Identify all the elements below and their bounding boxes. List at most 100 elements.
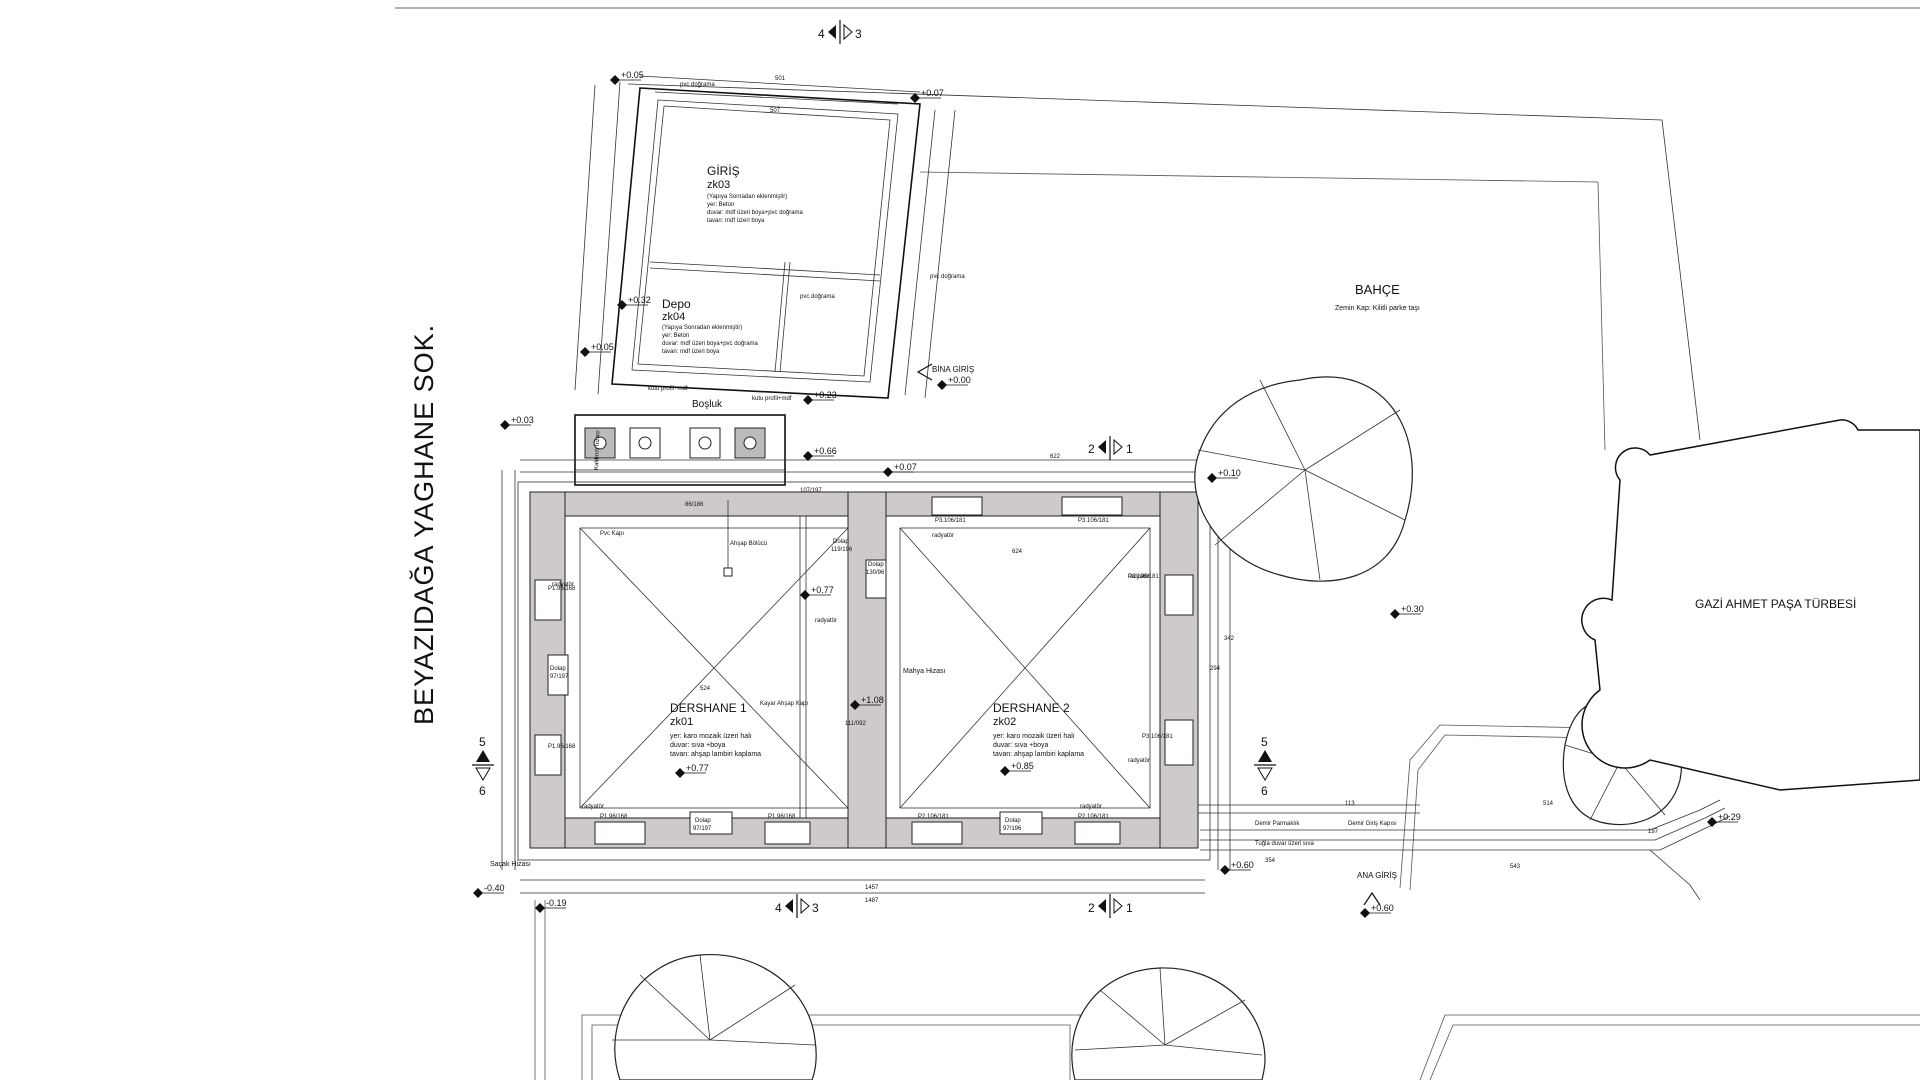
elevation-value: +0.60	[1231, 860, 1254, 870]
elevation-value: +0.32	[628, 295, 651, 305]
dolap-label: Dolap	[833, 539, 849, 545]
section-arrow-icon	[1258, 750, 1272, 762]
radyator-label: radyatör	[1128, 758, 1150, 764]
section-label: 3	[855, 27, 862, 41]
section-arrow-icon	[1098, 440, 1106, 454]
tree-branch	[1197, 449, 1306, 471]
tree-canopy-3	[614, 954, 817, 1080]
ceiling-outline-1	[579, 527, 849, 809]
section-marker-right: 5 6	[1254, 735, 1276, 798]
lower-bed-2	[1419, 1014, 1920, 1080]
section-arrow-icon	[800, 897, 810, 915]
elevation-value: +0.03	[511, 415, 534, 425]
lower-bed-1b	[591, 1024, 1071, 1080]
room-title-depo: Depo	[662, 297, 691, 311]
elevation-value: +0.60	[1371, 903, 1394, 913]
tree-branch	[1159, 967, 1166, 1046]
tree-branch	[1164, 999, 1246, 1046]
radyator-label: radyatör	[1080, 804, 1102, 810]
elevation-marker: +0.85	[1000, 761, 1034, 776]
window-bot-4	[1074, 821, 1121, 845]
ceiling-diag-1b	[579, 527, 849, 809]
section-label: 5	[1261, 735, 1268, 749]
kutu-profil-label: kutu profil+mdf	[752, 396, 792, 402]
door-size: 107/197	[800, 488, 822, 494]
elevation-marker: +0.77	[675, 763, 709, 778]
section-arrow-icon	[476, 750, 490, 762]
annex-outer	[611, 87, 921, 399]
elevation-marker: +0.05	[580, 342, 614, 357]
annex-dim-right	[904, 109, 936, 396]
elevation-value: +1.08	[861, 695, 884, 705]
street-name: BEYAZIDAĞA YAGHANE SOK.	[408, 324, 439, 725]
room-note: (Yapıya Sonradan eklenmiştir)	[662, 325, 742, 331]
outer-wall-right	[1159, 491, 1199, 849]
pvc-dograma-label: pvc doğrama	[930, 274, 965, 280]
dolap-size: 97/197	[550, 674, 569, 680]
demir-parmaklik-label: Demir Parmaklık	[1255, 821, 1300, 827]
path-line-4	[1649, 849, 1701, 901]
tree-branch	[709, 1039, 816, 1046]
annex-divider	[649, 261, 881, 276]
annex-dim-top	[639, 75, 921, 93]
niche-bottom-2	[999, 811, 1043, 835]
dim-label: 501	[775, 76, 786, 82]
pvc-dograma-label: pvc doğrama	[680, 82, 715, 88]
tree-branch	[699, 954, 711, 1041]
elevation-marker: +0.60	[1220, 860, 1254, 875]
elevation-marker: -0.40	[473, 883, 505, 898]
room-title-dershane-1: DERSHANE 1	[670, 701, 747, 715]
radyator-label: radyatör	[582, 804, 604, 810]
site-boundary-inner	[919, 171, 1606, 451]
window-label: P3.106/181	[1078, 518, 1109, 524]
middle-wall	[847, 491, 887, 849]
window-left-1	[534, 579, 562, 621]
dim-label: 514	[1543, 801, 1554, 807]
window-label: P3.106/181	[935, 518, 966, 524]
tomb-outline	[1581, 419, 1920, 791]
elevation-marker: +0.10	[1207, 468, 1241, 483]
ana-giris-label: ANA GİRİŞ	[1357, 871, 1397, 880]
elevation-value: +0.07	[921, 88, 944, 98]
elevation-marker: +0.66	[803, 446, 837, 461]
room-note: yer: karo mozaik üzeri halı	[670, 733, 752, 740]
tomb	[1581, 419, 1920, 791]
bina-giris-arrow-icon	[916, 363, 933, 381]
garden-subtitle: Zemin Kap: Kilitli parke taşı	[1335, 305, 1420, 312]
dim-label: 507	[770, 108, 781, 114]
section-marker-top: 4 3	[818, 20, 862, 44]
elevation-value: +0.10	[1218, 468, 1241, 478]
section-arrow-icon	[1098, 899, 1106, 913]
tree-branch	[1259, 379, 1306, 471]
niche-mid	[865, 559, 887, 599]
room-note: tavan: mdf üzeri boya	[707, 218, 765, 224]
elevation-marker: +0.32	[617, 295, 651, 310]
tree-branch	[1304, 469, 1321, 581]
section-label: 1	[1126, 442, 1133, 456]
tree-branch	[1214, 469, 1306, 546]
room-note: yer: Beton	[707, 202, 734, 208]
elevation-marker: +1.08	[850, 695, 884, 710]
elevation-marker: +0.00	[937, 375, 971, 390]
annex-partition-2	[779, 261, 791, 373]
room-code-dershane-2: zk02	[993, 716, 1016, 728]
window-label: P1.96/168	[548, 744, 576, 750]
vestibule	[574, 414, 786, 486]
section-label: 5	[479, 735, 486, 749]
bolucu-post	[723, 567, 733, 577]
section-label: 2	[1088, 901, 1095, 915]
sink-4	[743, 436, 757, 450]
elevation-value: +0.07	[894, 462, 917, 472]
section-marker-top-2: 2 1	[1088, 436, 1133, 460]
window-right-2	[1164, 719, 1194, 766]
tree-branch	[709, 984, 796, 1041]
path-line-2	[1200, 807, 1726, 841]
tree-branch	[1099, 989, 1166, 1046]
door-size: 86/186	[685, 502, 704, 508]
room-note: duvar: mdf üzeri boya+pvc doğrama	[662, 341, 759, 347]
window-label: P3.106/181	[1142, 734, 1173, 740]
bosluk-label: Boşluk	[692, 399, 723, 410]
lower-bed-2b	[1429, 1024, 1920, 1080]
tree-canopy-1	[1194, 376, 1413, 582]
annex-partition	[774, 261, 786, 373]
